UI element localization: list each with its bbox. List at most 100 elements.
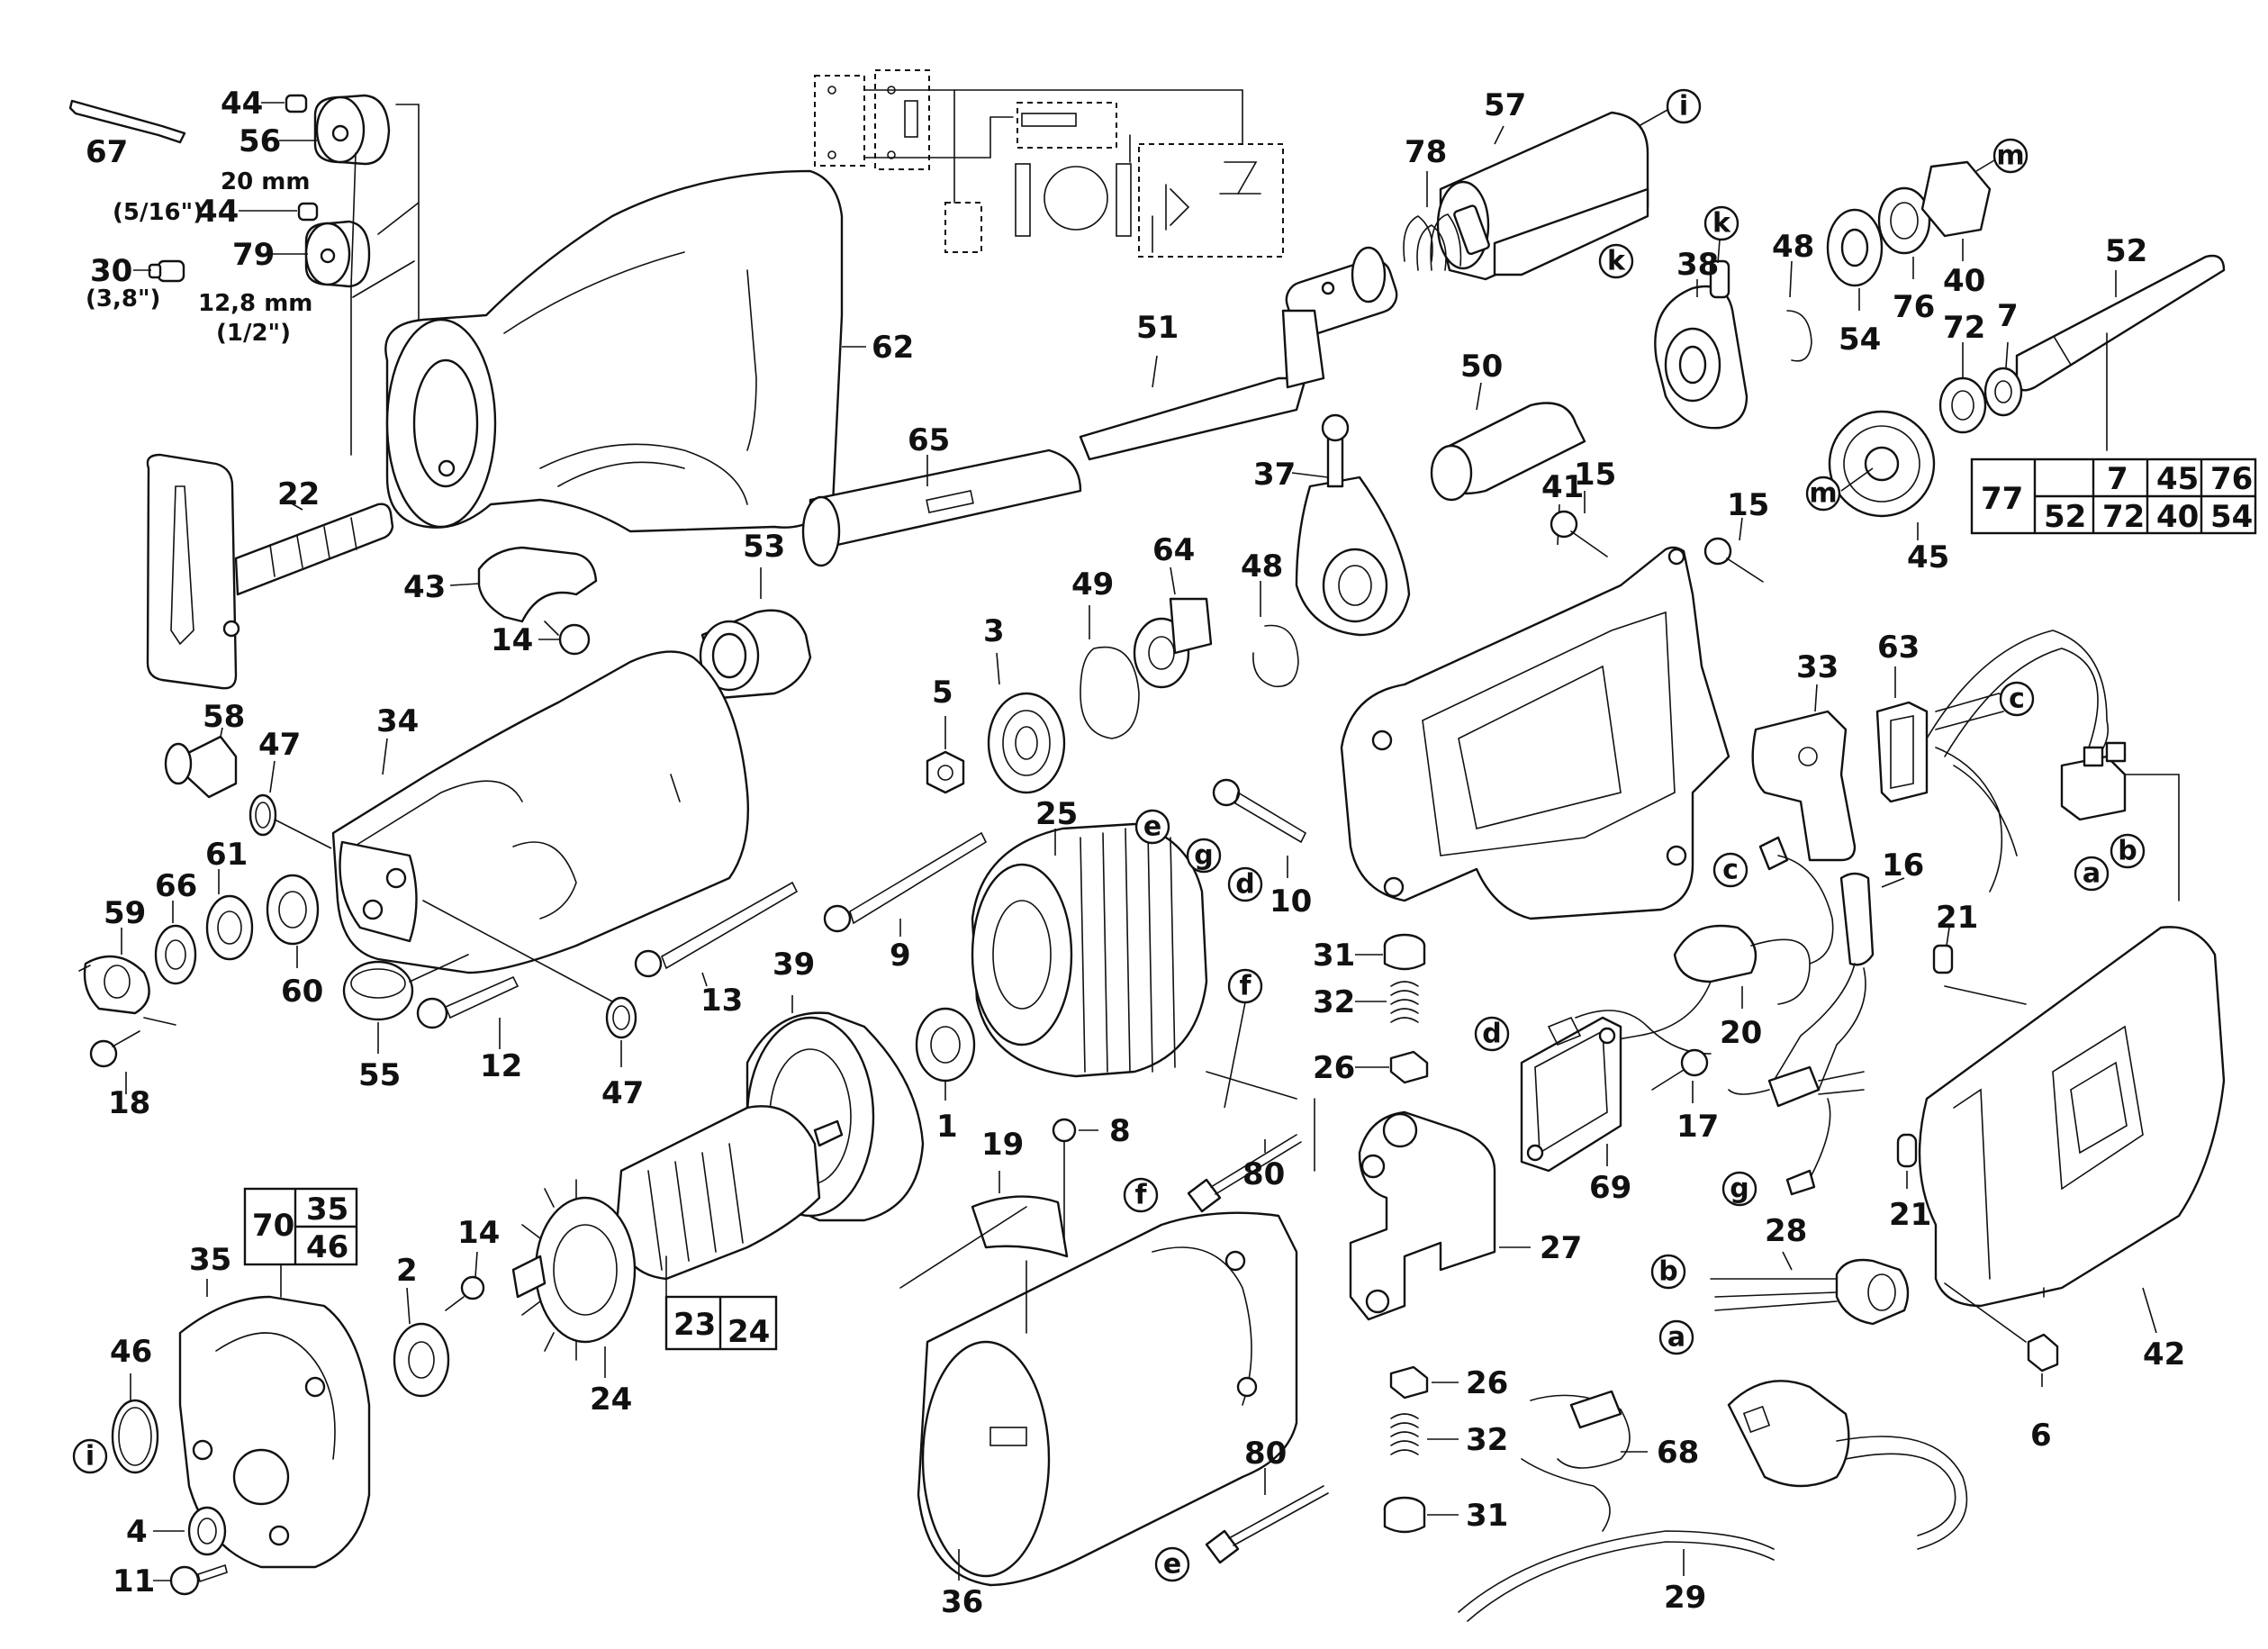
disc-76 [1877,186,1931,255]
oring-47-right [605,996,637,1039]
gear-housing-62 [384,169,844,533]
clutch-38 [1654,259,1748,430]
screw-11 [169,1563,228,1596]
label-22: 22 [277,476,320,512]
callout-a-top: a [2074,856,2110,892]
label-31-bottom: 31 [1466,1498,1508,1534]
label-12: 12 [480,1048,522,1084]
switch-connector [2060,741,2127,821]
label-13: 13 [700,983,743,1019]
cap-31-bottom [1383,1496,1426,1534]
label-66: 66 [155,868,197,904]
module-69 [1520,1016,1622,1173]
label-61: 61 [205,837,248,873]
callout-e-top: e [1134,809,1170,845]
label-33: 33 [1796,649,1839,685]
label-14-bottom: 14 [457,1215,500,1251]
screw-13 [634,881,799,978]
callout-d-mid: d [1474,1016,1510,1052]
label-46: 46 [110,1334,152,1370]
cover-19 [971,1195,1069,1258]
kit77-r2c3: 40 [2156,499,2199,535]
size-5-16: (5/16") [113,199,203,226]
callout-c-top-text: c [2009,684,2025,715]
label-49: 49 [1071,566,1114,603]
callout-g-top-text: g [1194,840,1213,872]
label-3: 3 [983,613,1005,649]
brush-63 [1875,701,1929,803]
callout-i-top-text: i [1679,91,1688,122]
label-48-mid: 48 [1241,548,1283,584]
bracket-33 [1751,710,1857,862]
callout-i-top: i [1666,88,1702,124]
set-screw-44b [297,202,319,222]
circlip-48-mid [1252,624,1299,688]
kit77-r1c1: 7 [2107,461,2128,497]
connector-g-small [1785,1169,1816,1196]
label-6: 6 [2030,1418,2052,1454]
label-34: 34 [376,703,419,739]
label-52: 52 [2105,233,2147,269]
callout-b-top-text: b [2118,836,2137,867]
label-72: 72 [1943,310,1985,346]
oring-47-left [248,793,277,837]
kit-table-23: 23 24 [664,1295,778,1351]
callout-c-top: c [1999,681,2035,717]
label-56: 56 [239,123,281,159]
armature-24 [511,1105,844,1361]
label-36: 36 [941,1584,983,1620]
set-screw-44 [285,94,308,113]
label-69: 69 [1589,1170,1631,1206]
brush-80-top [1187,1134,1302,1213]
kit77-r2c1: 52 [2044,499,2086,535]
callout-a-low: a [1658,1319,1694,1355]
callout-e-top-text: e [1143,811,1161,843]
clamp-68 [1521,1390,1631,1532]
pin-21-top [1932,944,2027,1005]
label-1: 1 [936,1109,958,1145]
kit70-header: 70 [252,1208,294,1244]
callout-e-low-text: e [1163,1549,1181,1581]
label-48-top: 48 [1772,229,1814,265]
label-45: 45 [1907,539,1949,575]
screw-8 [1052,1118,1077,1244]
callout-d-mid-text: d [1482,1019,1501,1050]
callout-g-mid-text: g [1730,1173,1748,1205]
label-41: 41 [1541,469,1584,505]
label-16: 16 [1882,847,1924,883]
gear-45 [1828,410,1936,518]
label-67: 67 [86,134,128,170]
washer-72 [1938,376,1987,434]
label-17: 17 [1676,1109,1719,1145]
bearing-3 [987,692,1066,794]
callout-d-top: d [1227,866,1263,902]
gear-54 [1826,208,1884,287]
side-handle-22 [146,453,394,690]
label-4: 4 [126,1514,148,1550]
label-60: 60 [281,974,323,1010]
callout-m-mid: m [1805,476,1841,512]
nut-6 [2027,1333,2059,1373]
size-20mm: 20 mm [221,168,310,195]
callout-c-mid-text: c [1722,855,1739,886]
callout-g-top: g [1186,838,1222,874]
spring-78 [1403,204,1490,271]
latch-43 [477,546,598,623]
circlip-48-top [1786,310,1812,362]
circuit-schematic [814,69,1284,258]
size-3-8: (3,8") [86,285,160,313]
spring-32-bottom [1390,1413,1419,1455]
size-12-8mm: 12,8 mm [198,290,312,317]
spring-32-top [1390,981,1419,1023]
label-8: 8 [1109,1113,1131,1149]
callout-b-low-text: b [1658,1256,1677,1288]
label-11: 11 [113,1563,155,1599]
label-21-bottom: 21 [1889,1197,1931,1233]
cap-31-top [1383,933,1426,971]
bushing-4 [187,1506,227,1556]
label-32-top: 32 [1313,984,1355,1020]
label-54: 54 [1839,322,1881,358]
circlip-49 [1080,646,1140,739]
label-25: 25 [1035,796,1078,832]
handle-half-42 [1918,926,2226,1308]
